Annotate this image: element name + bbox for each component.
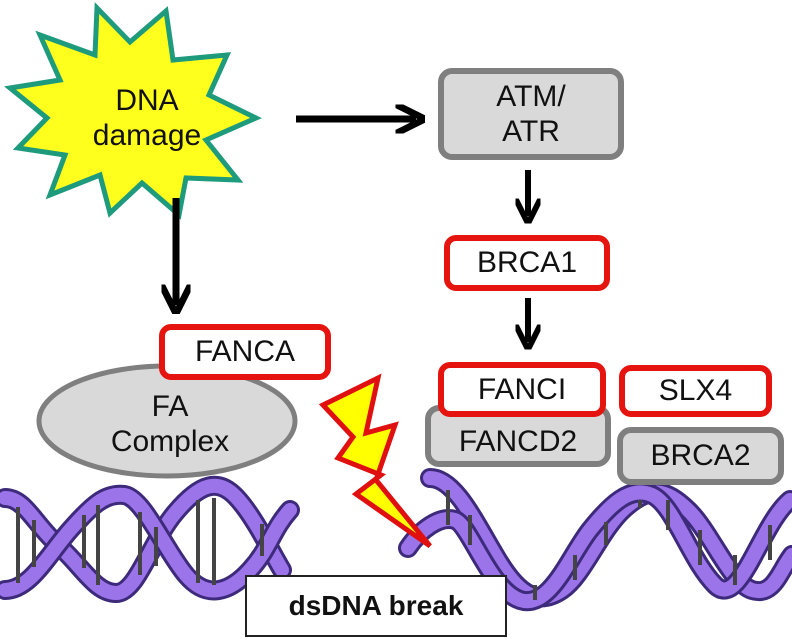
dna-helix-right-icon — [398, 468, 792, 612]
fanci-box — [438, 362, 606, 417]
slx4-box — [619, 365, 772, 417]
dna-helix-left-icon — [0, 475, 300, 604]
atm-atr-box — [438, 68, 624, 160]
brca1-box — [444, 235, 610, 291]
dna-damage-starburst-icon — [4, 2, 262, 220]
lightning-bolt-icon — [318, 373, 432, 549]
dsdna-break-box — [245, 575, 507, 637]
brca2-box — [617, 427, 784, 485]
fa-complex-ellipse — [36, 363, 298, 479]
fanca-box — [159, 324, 331, 380]
